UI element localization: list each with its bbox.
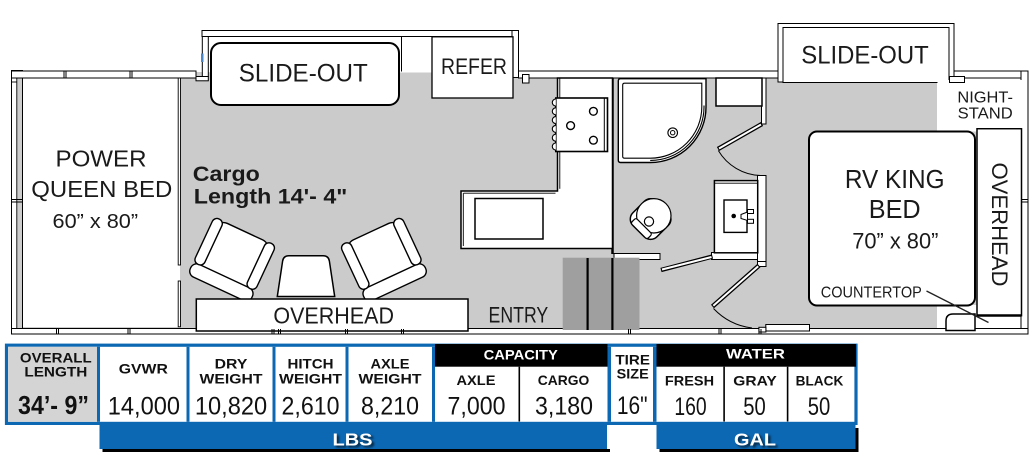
svg-text:BED: BED <box>869 194 921 224</box>
svg-text:FRESH: FRESH <box>665 373 714 388</box>
svg-text:NIGHT-: NIGHT- <box>957 90 1013 107</box>
svg-text:GAL: GAL <box>734 430 776 450</box>
svg-text:BLACK: BLACK <box>796 373 844 388</box>
svg-text:Cargo: Cargo <box>193 162 260 186</box>
svg-text:60” x 80”: 60” x 80” <box>53 211 139 233</box>
svg-text:STAND: STAND <box>958 106 1013 123</box>
svg-text:TIRE: TIRE <box>615 352 650 367</box>
svg-text:HITCH: HITCH <box>288 357 334 372</box>
svg-text:CARGO: CARGO <box>538 373 590 388</box>
svg-text:GVWR: GVWR <box>119 361 168 377</box>
svg-text:2,610: 2,610 <box>282 392 340 420</box>
svg-text:WATER: WATER <box>726 345 785 361</box>
svg-text:COUNTERTOP: COUNTERTOP <box>821 285 922 302</box>
svg-text:Length 14'- 4": Length 14'- 4" <box>194 185 347 209</box>
svg-text:50: 50 <box>808 393 831 421</box>
svg-text:OVERALL: OVERALL <box>20 351 92 366</box>
svg-text:160: 160 <box>674 393 706 421</box>
svg-text:50: 50 <box>743 393 766 421</box>
svg-text:SLIDE-OUT: SLIDE-OUT <box>801 42 929 70</box>
svg-text:WEIGHT: WEIGHT <box>279 372 343 387</box>
svg-text:ENTRY: ENTRY <box>489 303 549 328</box>
svg-text:10,820: 10,820 <box>195 392 267 420</box>
svg-text:GRAY: GRAY <box>733 373 777 388</box>
svg-text:16": 16" <box>617 392 648 420</box>
svg-text:WEIGHT: WEIGHT <box>200 372 264 387</box>
svg-text:LBS: LBS <box>333 430 373 450</box>
svg-text:3,180: 3,180 <box>535 392 593 420</box>
svg-text:POWER: POWER <box>56 146 147 172</box>
svg-text:LENGTH: LENGTH <box>24 365 87 380</box>
svg-text:8,210: 8,210 <box>361 392 419 420</box>
svg-text:OVERHEAD: OVERHEAD <box>987 163 1012 287</box>
svg-text:34’- 9”: 34’- 9” <box>18 390 89 420</box>
svg-text:CAPACITY: CAPACITY <box>484 347 559 363</box>
svg-text:WEIGHT: WEIGHT <box>359 372 423 387</box>
svg-text:SIZE: SIZE <box>617 366 649 381</box>
svg-text:14,000: 14,000 <box>108 392 180 420</box>
svg-text:AXLE: AXLE <box>371 357 410 372</box>
svg-text:SLIDE-OUT: SLIDE-OUT <box>239 60 368 88</box>
svg-text:RV KING: RV KING <box>845 164 945 194</box>
svg-text:REFER: REFER <box>441 54 507 79</box>
svg-text:AXLE: AXLE <box>457 373 496 388</box>
svg-text:70” x 80”: 70” x 80” <box>852 228 938 253</box>
svg-text:OVERHEAD: OVERHEAD <box>273 303 394 329</box>
svg-text:DRY: DRY <box>215 357 248 372</box>
svg-text:QUEEN BED: QUEEN BED <box>31 176 172 202</box>
svg-text:7,000: 7,000 <box>448 392 506 420</box>
